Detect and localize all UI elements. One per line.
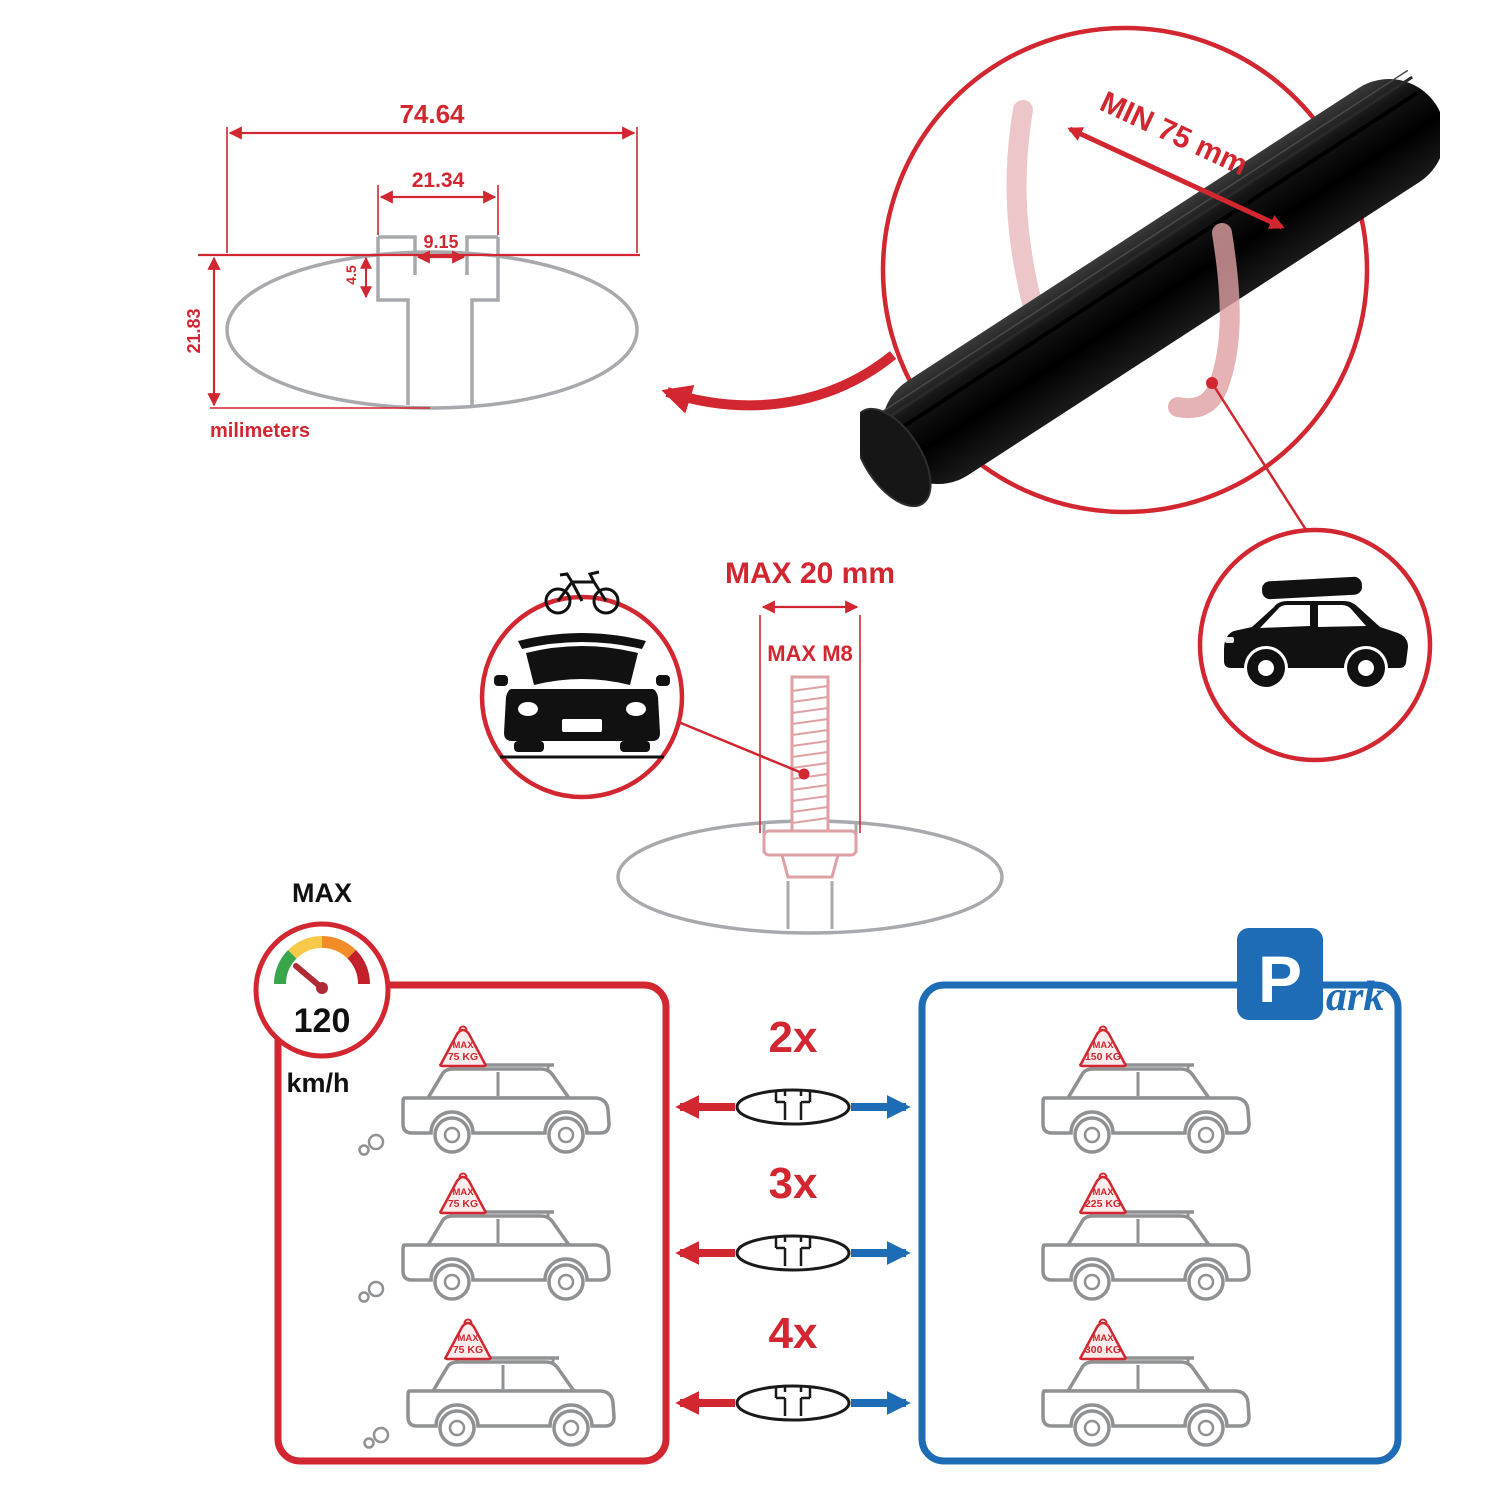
bar-profile-ellipse: [225, 250, 639, 410]
suv-with-roofbox-icon: [1224, 576, 1408, 687]
cross-section-drawing: 74.64 21.34 9.15 4.5 21.83 milimeters: [184, 99, 640, 442]
svg-text:MAX: MAX: [1092, 1187, 1114, 1198]
svg-text:MAX: MAX: [452, 1040, 474, 1051]
dimension-channel-inner: 9.15: [416, 232, 466, 264]
driving-car-row-2: MAX 75 KG: [358, 1172, 611, 1303]
crossbar-detail: MIN 75 mm: [860, 25, 1440, 763]
bike-icon: [544, 570, 620, 615]
speed-value: 120: [294, 1002, 351, 1040]
t-bolt: [762, 675, 858, 879]
svg-text:21.34: 21.34: [412, 169, 465, 192]
units-label: milimeters: [210, 420, 310, 442]
speed-limit-gauge: MAX 120 km/h: [253, 880, 391, 1098]
bolt-spec-diagram: MAX 20 mm MAX M8: [479, 557, 1004, 935]
clamp-rod-left: [1006, 100, 1042, 313]
load-chart: MAX 120 km/h P ark 2x 3x 4: [253, 880, 1402, 1465]
svg-text:225 KG: 225 KG: [1085, 1198, 1121, 1210]
svg-text:MAX: MAX: [1092, 1333, 1114, 1344]
svg-text:75 KG: 75 KG: [448, 1198, 478, 1210]
svg-text:9.15: 9.15: [423, 232, 458, 252]
min-span-label: MIN 75 mm: [1095, 85, 1252, 182]
parked-car-row-3: MAX 300 KG: [1041, 1318, 1251, 1447]
dimension-total-height: 21.83: [184, 256, 430, 409]
curved-arrow: [661, 351, 897, 414]
svg-text:75 KG: 75 KG: [453, 1344, 483, 1356]
magnifier-circle: [880, 25, 1370, 515]
bolt-width-label: MAX 20 mm: [725, 557, 895, 590]
svg-text:4.5: 4.5: [343, 265, 359, 285]
dimension-lip-depth: 4.5: [343, 256, 372, 299]
dimension-channel-outer: 21.34: [377, 169, 499, 235]
svg-text:150 KG: 150 KG: [1085, 1051, 1121, 1063]
parked-car-row-1: MAX 150 KG: [1041, 1025, 1251, 1154]
bolt-callout-dot: [798, 768, 810, 780]
park-suffix: ark: [1326, 974, 1384, 1020]
pointer-arrow: [661, 351, 897, 414]
svg-text:21.83: 21.83: [184, 308, 204, 353]
crossbar-count-column: 2x 3x 4x: [675, 1013, 911, 1422]
dimension-total-width: 74.64: [226, 99, 638, 253]
clamp-rod-right: [1168, 223, 1240, 418]
speed-unit: km/h: [286, 1068, 349, 1098]
parked-car-row-2: MAX 225 KG: [1041, 1172, 1251, 1301]
svg-text:74.64: 74.64: [399, 99, 465, 129]
count-2x: 2x: [769, 1013, 818, 1062]
svg-text:MAX: MAX: [457, 1333, 479, 1344]
count-3x: 3x: [769, 1159, 818, 1208]
svg-text:75 KG: 75 KG: [448, 1051, 478, 1063]
callout-line: [1210, 382, 1310, 534]
t-slot-profile: [376, 235, 500, 405]
car-front-icon: [494, 633, 670, 759]
svg-text:MAX: MAX: [1092, 1040, 1114, 1051]
driving-car-row-1: MAX 75 KG: [358, 1025, 611, 1156]
crossbar-bar: [860, 69, 1440, 508]
min-span-arrow: [1067, 126, 1285, 230]
park-letter: P: [1258, 942, 1302, 1016]
bolt-callout-line: [675, 719, 803, 775]
driving-car-row-3: MAX 75 KG: [363, 1318, 616, 1449]
svg-text:MAX: MAX: [452, 1187, 474, 1198]
speed-max-label: MAX: [292, 880, 352, 908]
park-sign: P ark: [1237, 928, 1384, 1020]
count-4x: 4x: [769, 1309, 818, 1358]
bolt-width-dimension: MAX 20 mm MAX M8: [725, 557, 895, 833]
svg-text:300 KG: 300 KG: [1085, 1344, 1121, 1356]
bolt-thread-label: MAX M8: [767, 641, 853, 666]
